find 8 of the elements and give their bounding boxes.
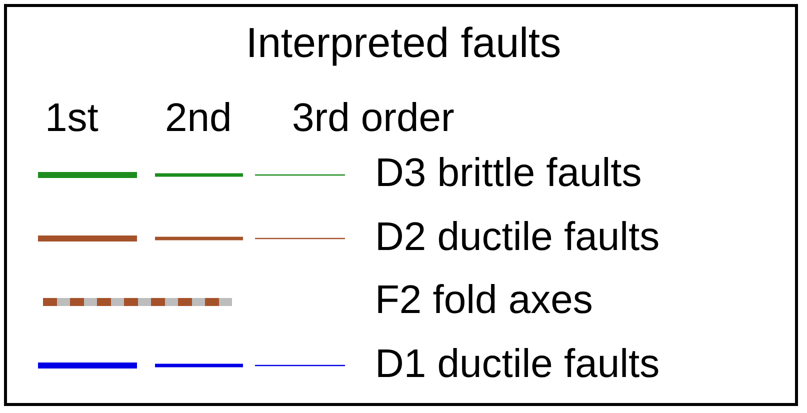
legend-text: D3 brittle faults	[375, 153, 642, 193]
legend-text: D2 ductile faults	[375, 216, 660, 256]
legend-text: F2 fold axes	[375, 280, 593, 320]
column-header: 1st	[45, 98, 98, 138]
column-header: 2nd	[165, 98, 232, 138]
column-header: 3rd order	[292, 98, 454, 138]
legend-title: Interpreted faults	[244, 22, 562, 64]
legend-text: D1 ductile faults	[375, 344, 660, 384]
